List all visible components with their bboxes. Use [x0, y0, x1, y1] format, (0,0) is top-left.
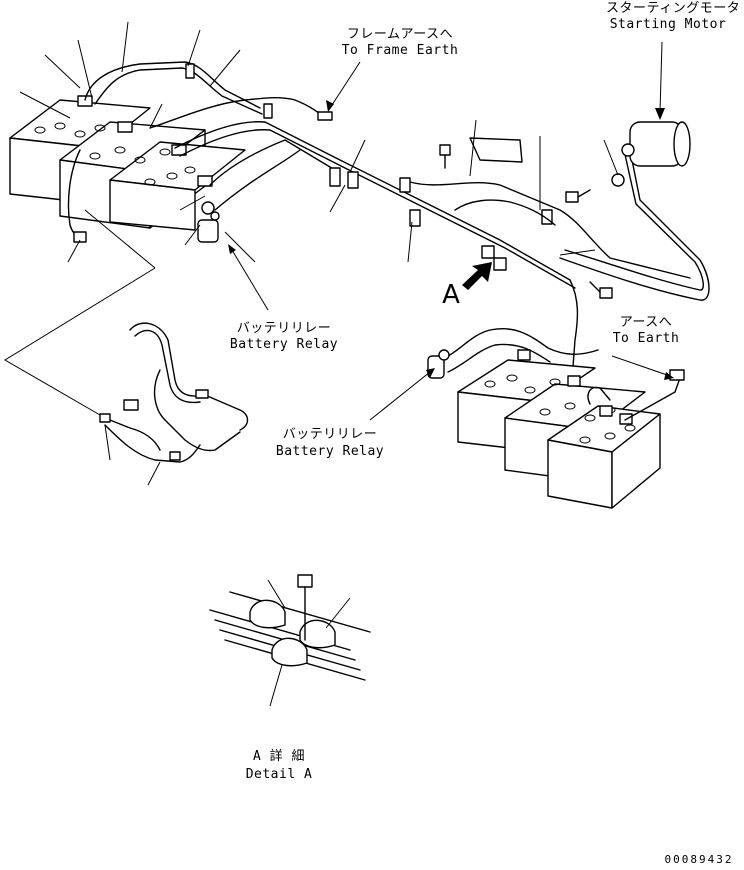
bracket — [469, 137, 523, 163]
earth-jp-label: アースへ — [619, 315, 673, 330]
label-arrows — [228, 41, 674, 421]
cable-frame-earth — [149, 97, 326, 129]
frame-earth-terminal — [317, 111, 333, 121]
right-battery-group — [457, 349, 661, 509]
cable-down — [569, 279, 579, 381]
cable-branch — [454, 199, 556, 226]
cable-motor-1 — [409, 181, 691, 279]
cable-right-relay-2 — [447, 343, 551, 373]
detail-a-view — [209, 574, 371, 681]
bolt-1 — [439, 144, 451, 169]
bolt-3 — [589, 281, 613, 299]
cable-a — [84, 61, 261, 109]
right-battery-3-front — [547, 439, 613, 509]
right-battery-3-side — [611, 413, 661, 509]
cable-motor-3 — [564, 149, 704, 291]
starting-motor — [611, 121, 691, 187]
bolt-2 — [565, 189, 591, 203]
cable-relay-link — [209, 139, 336, 186]
detail-a-en-label: Detail A — [245, 767, 313, 782]
left-battery-group — [9, 95, 246, 231]
right-battery-relay — [427, 349, 450, 379]
harness-main-2 — [179, 129, 576, 289]
harness-main-1 — [174, 121, 571, 281]
earth-terminal — [669, 369, 685, 381]
leader-lines — [19, 21, 619, 707]
view-a-label: A — [442, 280, 460, 310]
drawing-number: 00089432 — [664, 853, 734, 866]
left-battery-relay — [197, 201, 220, 243]
view-connector — [4, 267, 156, 416]
left-battery-3-front — [109, 179, 196, 231]
earth-en-label: To Earth — [612, 331, 680, 346]
cable-right-relay — [439, 328, 599, 361]
battery-relay-1-jp-label: バッテリリレー — [236, 321, 332, 336]
battery-relay-2-en-label: Battery Relay — [275, 444, 385, 459]
jumper-cable — [587, 386, 611, 405]
battery-relay-2-jp-label: バッテリリレー — [282, 427, 378, 442]
frame-earth-en-label: To Frame Earth — [341, 43, 459, 58]
starting-motor-jp-label: スターティングモータ — [606, 1, 741, 16]
earth-cable — [624, 377, 681, 421]
cable-b — [94, 67, 263, 115]
harness-subview — [99, 322, 249, 463]
cable-relay-2 — [214, 149, 301, 211]
subview-bolt — [123, 399, 139, 411]
cable-motor-2 — [559, 149, 710, 301]
frame-earth-jp-label: フレームアースへ — [346, 27, 454, 42]
starting-motor-en-label: Starting Motor — [609, 17, 727, 32]
detail-a-jp-label: A 詳 細 — [253, 749, 305, 764]
battery-relay-1-en-label: Battery Relay — [229, 337, 339, 352]
view-a-arrow — [462, 262, 492, 290]
